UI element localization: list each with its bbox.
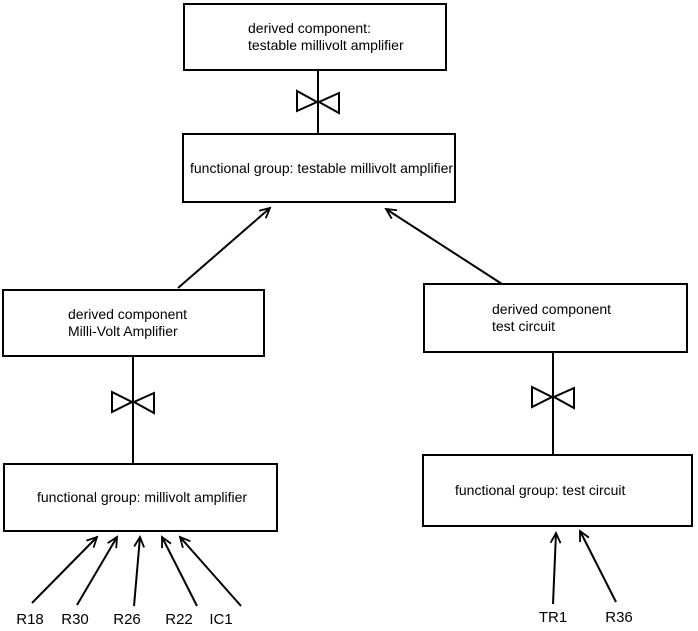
component-label-ic1: IC1 bbox=[209, 611, 233, 628]
arrow-derived-test-to-fg-testable bbox=[386, 209, 503, 285]
node-text-line1: derived component bbox=[68, 306, 188, 322]
component-label-r36: R36 bbox=[605, 609, 633, 626]
node-text-line2: test circuit bbox=[492, 318, 556, 334]
component-label-r22: R22 bbox=[165, 611, 193, 628]
node-text-line2: Milli-Volt Amplifier bbox=[68, 323, 178, 339]
bowtie-icon bbox=[531, 385, 575, 410]
bowtie-icon bbox=[111, 390, 155, 415]
component-label-tr1: TR1 bbox=[538, 609, 568, 626]
component-label-r18: R18 bbox=[16, 611, 44, 628]
node-derived-component-test-circuit: derived component test circuit bbox=[423, 283, 688, 353]
arrow-r26 bbox=[133, 537, 140, 607]
component-label-r30: R30 bbox=[61, 611, 89, 628]
arrow-r22 bbox=[162, 537, 198, 607]
arrow-r36 bbox=[580, 531, 617, 603]
node-derived-component-testable-millivolt-amplifier: derived component: testable millivolt am… bbox=[183, 3, 447, 71]
node-text: functional group: millivolt amplifier bbox=[37, 489, 248, 505]
arrow-r30 bbox=[76, 537, 117, 606]
node-text: functional group: testable millivolt amp… bbox=[190, 159, 454, 176]
arrow-r18 bbox=[31, 537, 97, 604]
arrow-tr1 bbox=[553, 533, 556, 605]
node-derived-component-milli-volt-amplifier: derived component Milli-Volt Amplifier bbox=[2, 289, 265, 357]
bowtie-icon bbox=[296, 89, 340, 115]
arrow-derived-millivolt-to-fg-testable bbox=[177, 208, 270, 289]
node-functional-group-testable-millivolt-amplifier: functional group: testable millivolt amp… bbox=[182, 133, 456, 203]
component-label-r26: R26 bbox=[113, 611, 141, 628]
node-text-line1: derived component bbox=[492, 301, 612, 317]
node-text: functional group: test circuit bbox=[455, 482, 626, 498]
arrow-ic1 bbox=[180, 537, 242, 607]
node-functional-group-millivolt-amplifier: functional group: millivolt amplifier bbox=[3, 463, 278, 532]
node-text-line2: testable millivolt amplifier bbox=[248, 37, 404, 53]
node-functional-group-test-circuit: functional group: test circuit bbox=[422, 454, 693, 527]
node-text-line1: derived component: bbox=[248, 20, 371, 36]
